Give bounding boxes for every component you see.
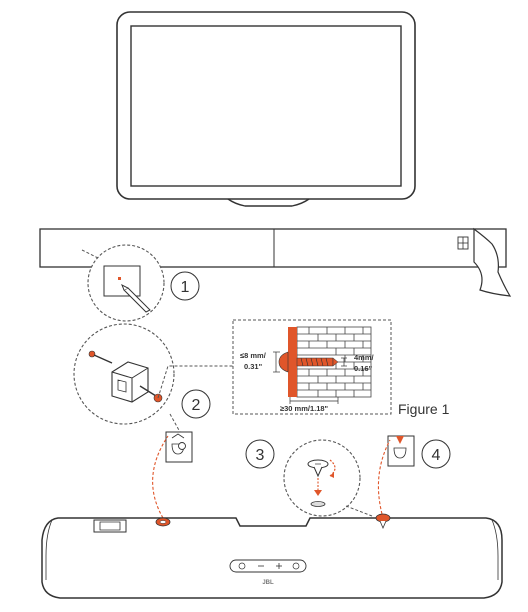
step3-number-circle <box>245 439 275 469</box>
soundbar-port <box>93 519 127 533</box>
tv-illustration <box>116 11 416 207</box>
pencil-icon <box>121 283 151 313</box>
hang-guide-right <box>377 439 391 515</box>
volume-up-icon <box>276 563 282 569</box>
drill-depth-in: 0.31" <box>244 362 263 371</box>
step3-callout: 3 <box>245 439 373 517</box>
bracket-plate <box>288 327 297 397</box>
wall-bracket-left <box>165 431 193 463</box>
template-marker-icon <box>457 236 469 250</box>
figure-label: Figure 1 <box>398 401 450 417</box>
soundbar-screw-left <box>155 517 171 527</box>
step3-number: 3 <box>256 447 265 464</box>
power-button-icon <box>238 562 246 570</box>
step1-mark-callout: 1 <box>81 244 200 322</box>
template-peeled-corner <box>473 227 512 297</box>
control-panel <box>229 559 307 573</box>
step4-callout: 4 <box>421 439 451 469</box>
tv-stand-foot <box>227 198 310 207</box>
step1-number-circle <box>170 271 200 301</box>
hang-guide-left <box>152 435 169 519</box>
screw-icon <box>88 350 113 364</box>
screw-shaft <box>296 357 339 367</box>
screw-diameter-mm: 4mm/ <box>354 353 375 362</box>
step3-detail-circle <box>283 439 361 517</box>
soundbar-body <box>41 517 503 599</box>
source-button-icon <box>292 562 300 570</box>
bracket-icon <box>111 361 149 403</box>
screw-diameter-in: 0.16" <box>354 364 373 373</box>
soundbar-logo: JBL <box>262 580 274 586</box>
mounting-screw-icon <box>307 459 329 478</box>
step2-bracket-callout: 2 <box>73 323 233 433</box>
depth-dimension <box>273 351 280 373</box>
tv-screen <box>130 25 402 187</box>
mark-dot <box>118 277 121 280</box>
soundbar-screw-right <box>375 513 391 530</box>
figure1-wall-detail: ≤8 mm/ 0.31" 4mm/ 0.16" ≥30 mm/1.18" <box>232 319 392 415</box>
step2-number: 2 <box>192 397 201 414</box>
screw-length: ≥30 mm/1.18" <box>280 404 329 413</box>
diameter-dimension <box>341 357 347 367</box>
soundbar: JBL <box>41 513 503 599</box>
screw-head <box>278 351 289 373</box>
step1-number: 1 <box>181 279 190 296</box>
step4-number: 4 <box>432 447 441 464</box>
drill-depth-mm: ≤8 mm/ <box>240 351 267 360</box>
length-dimension <box>289 397 339 404</box>
screw-hole <box>310 501 326 507</box>
wall-bracket-right <box>387 435 415 467</box>
step4-number-circle <box>421 439 451 469</box>
step2-number-circle <box>181 389 211 419</box>
